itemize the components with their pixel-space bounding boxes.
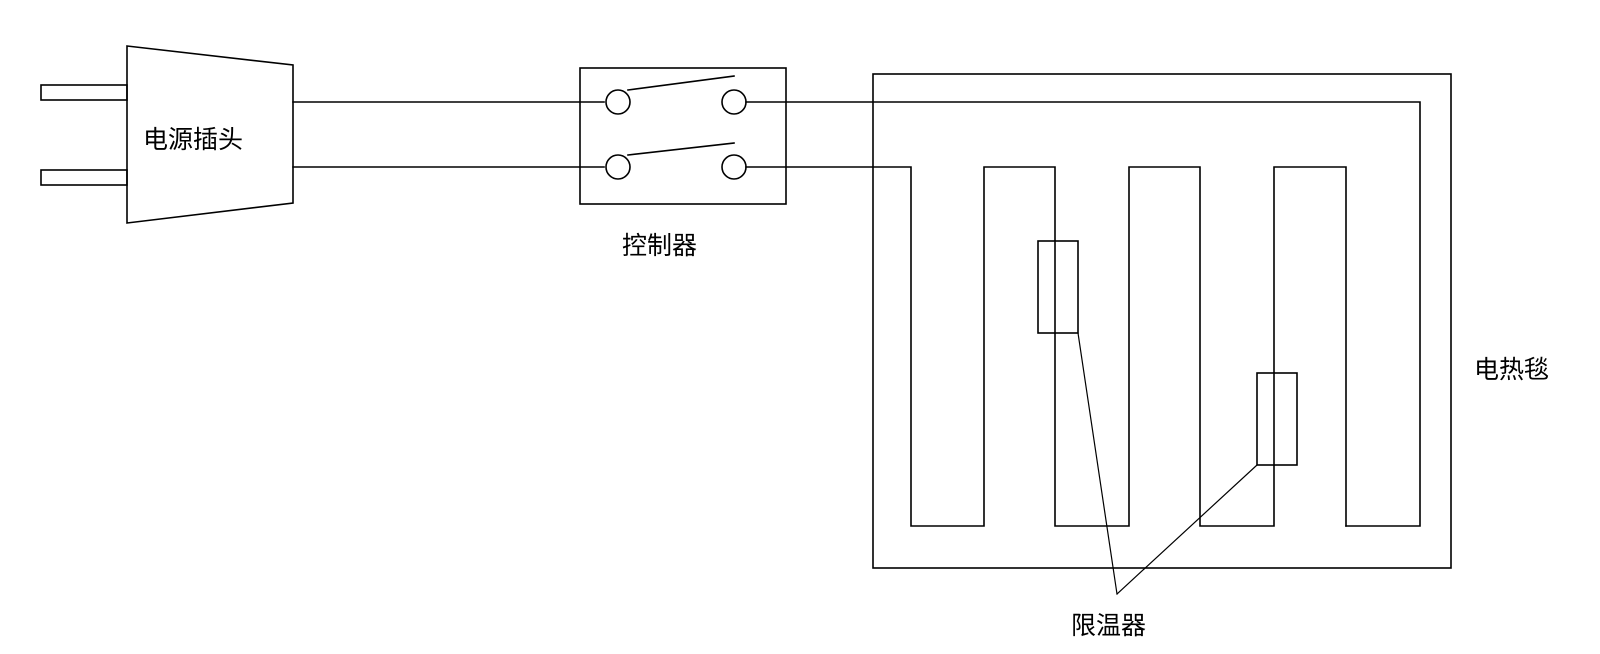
- leader-line-limiter-1: [1077, 332, 1118, 595]
- temperature-limiter-1: [1037, 240, 1079, 334]
- switch-contact-top-right: [721, 89, 747, 115]
- controller: 控制器: [579, 67, 787, 260]
- leader-line-limiter-2: [1116, 464, 1258, 595]
- switch-contact-bottom-right: [721, 154, 747, 180]
- limiter-callout: 限温器: [1071, 332, 1258, 640]
- blanket-label: 电热毯: [1474, 355, 1549, 384]
- switch-blade-top: [627, 75, 735, 91]
- plug-pin-bottom: [40, 169, 128, 186]
- plug-body: [126, 45, 294, 224]
- switch-contact-top-left: [605, 89, 631, 115]
- plug-label: 电源插头: [143, 125, 243, 154]
- temperature-limiter-2: [1256, 372, 1298, 466]
- controller-label: 控制器: [622, 231, 697, 260]
- limiter-label: 限温器: [1071, 611, 1146, 640]
- blanket-outline: [872, 73, 1452, 569]
- electric-blanket: 电热毯: [745, 73, 1549, 569]
- heating-element: [745, 166, 1347, 527]
- controller-box: [579, 67, 787, 205]
- switch-contact-bottom-left: [605, 154, 631, 180]
- wire-return: [745, 101, 1421, 527]
- plug-pin-top: [40, 84, 128, 101]
- supply-wires: [292, 101, 605, 168]
- power-plug: 电源插头: [40, 45, 294, 224]
- switch-blade-bottom: [627, 142, 735, 156]
